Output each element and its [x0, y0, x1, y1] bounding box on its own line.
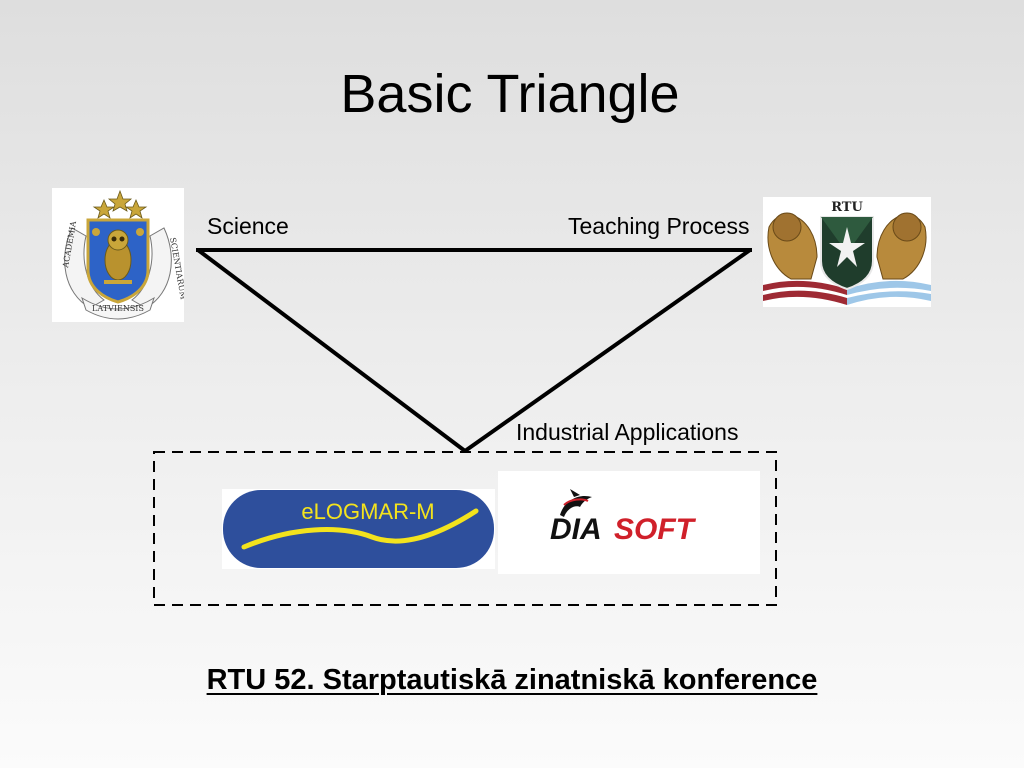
rtu-logo: RTU: [763, 197, 931, 307]
elogmar-m-logo: eLOGMAR-M: [222, 489, 495, 569]
svg-text:RTU: RTU: [831, 200, 863, 215]
node-label-science: Science: [207, 213, 289, 239]
diasoft-logo: DIA SOFT: [498, 471, 760, 574]
svg-text:LATVIENSIS: LATVIENSIS: [92, 304, 144, 313]
edge-teaching-industrial: [463, 248, 752, 453]
industrial-group-box: [153, 451, 777, 606]
svg-text:DIA: DIA: [550, 513, 602, 546]
conference-footer: RTU 52. Starptautiskā zinatniskā konfere…: [0, 662, 1024, 698]
svg-text:SOFT: SOFT: [614, 513, 697, 546]
slide-title: Basic Triangle: [340, 64, 680, 124]
conference-footer-text: RTU 52. Starptautiskā zinatniskā konfere…: [206, 664, 818, 696]
node-label-teaching-process: Teaching Process: [568, 213, 750, 239]
node-label-industrial-applications: Industrial Applications: [516, 419, 739, 445]
edge-science-industrial: [196, 248, 467, 453]
academy-of-sciences-logo: ACADEMIA SCIENTIARUM LATVIENSIS: [52, 188, 184, 322]
svg-text:eLOGMAR-M: eLOGMAR-M: [301, 499, 434, 524]
